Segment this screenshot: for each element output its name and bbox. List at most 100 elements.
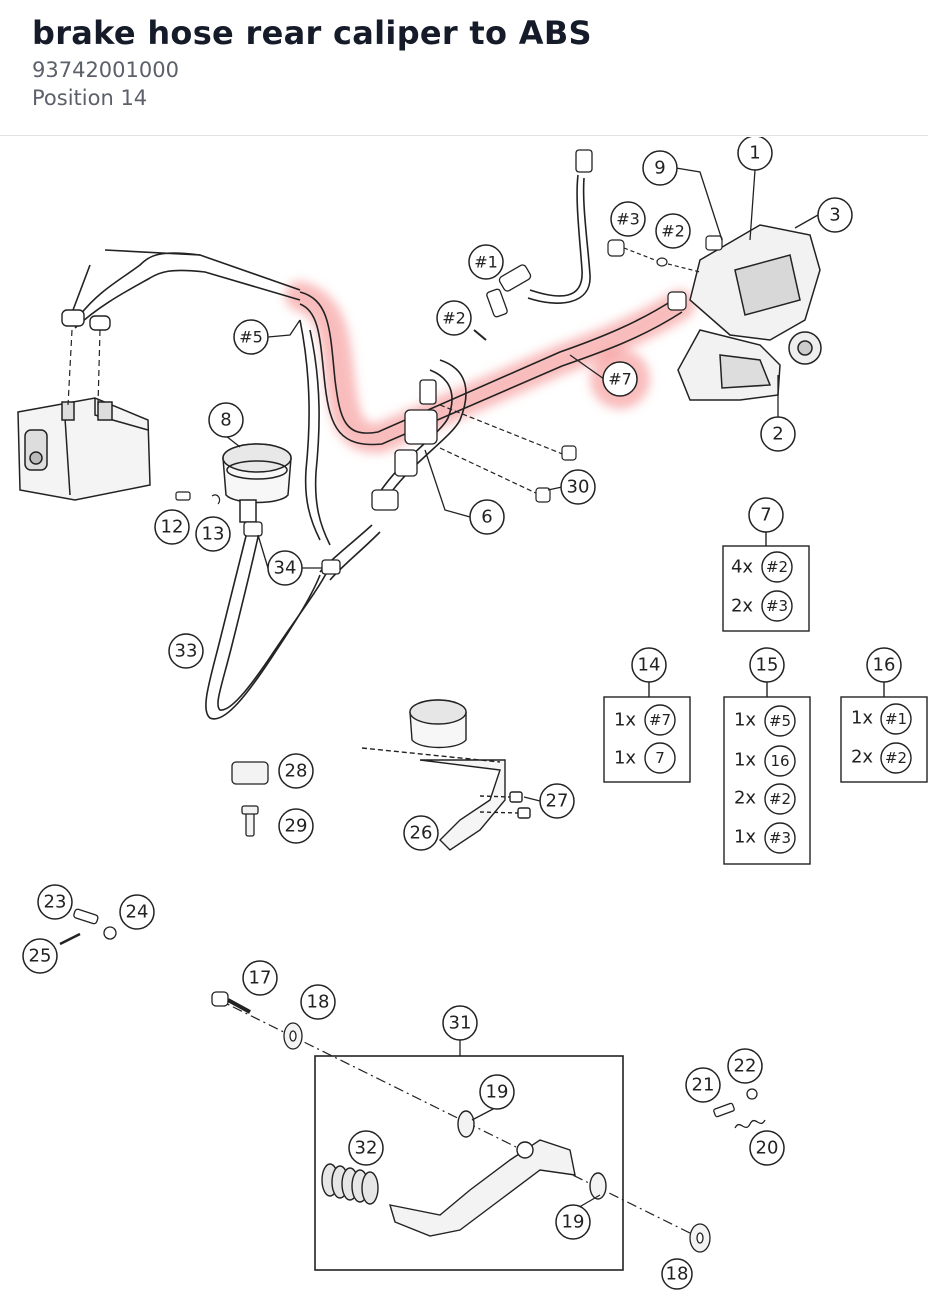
- svg-text:#2: #2: [766, 558, 788, 576]
- callout-23[interactable]: 23: [37, 884, 73, 920]
- svg-text:4x: 4x: [731, 557, 753, 578]
- brake-switch: [486, 149, 593, 318]
- svg-text:19: 19: [562, 1212, 585, 1233]
- callout-18-bottom[interactable]: 18: [661, 1258, 693, 1290]
- callout-6[interactable]: 6: [469, 499, 505, 535]
- callout-32[interactable]: 32: [348, 1130, 384, 1166]
- abs-guide-lines: [67, 329, 101, 406]
- callout-22[interactable]: 22: [727, 1048, 763, 1084]
- hose-holder: [371, 379, 438, 511]
- callout-3[interactable]: 3: [817, 197, 853, 233]
- svg-text:#1: #1: [474, 253, 498, 272]
- pedal-bolt-17: [211, 991, 251, 1014]
- svg-text:14: 14: [638, 655, 661, 676]
- small-screw-12-13: [175, 491, 221, 505]
- kit-14[interactable]: 14 1x #7 1x 7: [614, 647, 676, 774]
- brake-pedal[interactable]: [389, 1110, 607, 1237]
- pin-parts-23-25: [59, 908, 117, 946]
- svg-text:17: 17: [249, 968, 272, 989]
- svg-text:1x: 1x: [734, 750, 756, 771]
- svg-text:32: 32: [355, 1138, 378, 1159]
- callout-28[interactable]: 28: [278, 753, 314, 789]
- svg-text:18: 18: [307, 992, 330, 1013]
- callout-27[interactable]: 27: [539, 783, 575, 819]
- callout-17[interactable]: 17: [242, 960, 278, 996]
- callout-hash2-top[interactable]: #2: [655, 213, 691, 249]
- svg-text:15: 15: [756, 655, 779, 676]
- hose-clamps-34: [243, 521, 341, 575]
- callout-24[interactable]: 24: [119, 894, 155, 930]
- callout-1[interactable]: 1: [737, 137, 773, 171]
- callout-26[interactable]: 26: [403, 815, 439, 851]
- svg-text:22: 22: [734, 1056, 757, 1077]
- svg-text:8: 8: [220, 410, 231, 431]
- svg-text:#5: #5: [769, 712, 791, 730]
- callout-2[interactable]: 2: [760, 416, 796, 452]
- svg-text:12: 12: [161, 517, 184, 538]
- callout-hash2-mid[interactable]: #2: [436, 300, 472, 336]
- callout-hash5[interactable]: #5: [233, 319, 269, 355]
- svg-text:30: 30: [567, 477, 590, 498]
- svg-text:7: 7: [655, 749, 665, 767]
- page-header: brake hose rear caliper to ABS 937420010…: [0, 0, 928, 136]
- spring-32: [321, 1163, 379, 1205]
- svg-text:#7: #7: [608, 370, 632, 389]
- svg-text:#5: #5: [239, 328, 263, 347]
- callout-31[interactable]: 31: [442, 1005, 478, 1041]
- svg-text:2x: 2x: [734, 788, 756, 809]
- pedal-assembly-frame: [314, 1055, 624, 1271]
- callout-hash1[interactable]: #1: [468, 244, 504, 280]
- kit-16[interactable]: 16 1x #1 2x #2: [851, 647, 912, 774]
- exploded-parts-diagram[interactable]: 1 9 3 #3 #2 #1 #2 #5 #7 2 8 30 6 12 13 3…: [0, 137, 928, 1290]
- svg-text:29: 29: [285, 816, 308, 837]
- page-title: brake hose rear caliper to ABS: [32, 14, 592, 52]
- callout-33[interactable]: 33: [168, 633, 204, 669]
- svg-text:#2: #2: [661, 222, 685, 241]
- callout-19-bottom[interactable]: 19: [555, 1204, 591, 1240]
- washers-18: [283, 1022, 711, 1253]
- callout-19-top[interactable]: 19: [479, 1074, 515, 1110]
- callout-9[interactable]: 9: [642, 150, 678, 186]
- svg-text:#3: #3: [769, 829, 791, 847]
- leader-lines: [225, 167, 819, 1221]
- svg-text:1x: 1x: [851, 708, 873, 729]
- master-cylinder[interactable]: [361, 699, 531, 851]
- brake-fluid-reservoir[interactable]: [222, 443, 292, 523]
- bolts-30: [439, 404, 577, 503]
- callout-30[interactable]: 30: [560, 469, 596, 505]
- kit-box-lines: [603, 532, 928, 865]
- svg-text:16: 16: [770, 752, 789, 770]
- svg-text:#1: #1: [885, 710, 907, 728]
- callout-hash7[interactable]: #7: [602, 361, 638, 397]
- svg-text:1x: 1x: [734, 710, 756, 731]
- svg-text:1x: 1x: [614, 710, 636, 731]
- callout-13[interactable]: 13: [195, 516, 231, 552]
- svg-text:2x: 2x: [731, 596, 753, 617]
- callout-18-top[interactable]: 18: [300, 984, 336, 1020]
- svg-text:#2: #2: [885, 749, 907, 767]
- abs-unit[interactable]: [17, 397, 151, 501]
- svg-text:16: 16: [873, 655, 896, 676]
- kit-15[interactable]: 15 1x #5 1x 16 2x #2 1x #3: [734, 647, 796, 854]
- callout-25[interactable]: 25: [22, 938, 58, 974]
- svg-text:#7: #7: [649, 711, 671, 729]
- rear-caliper[interactable]: [677, 224, 822, 401]
- callout-34[interactable]: 34: [267, 550, 303, 586]
- callout-20[interactable]: 20: [749, 1130, 785, 1166]
- svg-text:26: 26: [410, 823, 433, 844]
- callout-12[interactable]: 12: [154, 509, 190, 545]
- svg-text:21: 21: [692, 1075, 715, 1096]
- callout-8[interactable]: 8: [208, 402, 244, 438]
- abs-banjo-fittings: [61, 309, 111, 331]
- svg-text:3: 3: [829, 205, 840, 226]
- svg-text:34: 34: [274, 558, 297, 579]
- callout-21[interactable]: 21: [685, 1067, 721, 1103]
- svg-text:18: 18: [666, 1264, 689, 1285]
- kit-boxes[interactable]: 7 4x #2 2x #3 14 1x #7 1x 7 15 1x #5 1x: [614, 497, 912, 854]
- callout-circles[interactable]: 1 9 3 #3 #2 #1 #2 #5 #7 2 8 30 6 12 13 3…: [22, 137, 853, 1290]
- kit-7[interactable]: 7 4x #2 2x #3: [731, 497, 793, 622]
- svg-text:25: 25: [29, 946, 52, 967]
- callout-29[interactable]: 29: [278, 808, 314, 844]
- callout-hash3[interactable]: #3: [610, 201, 646, 237]
- svg-text:#3: #3: [616, 210, 640, 229]
